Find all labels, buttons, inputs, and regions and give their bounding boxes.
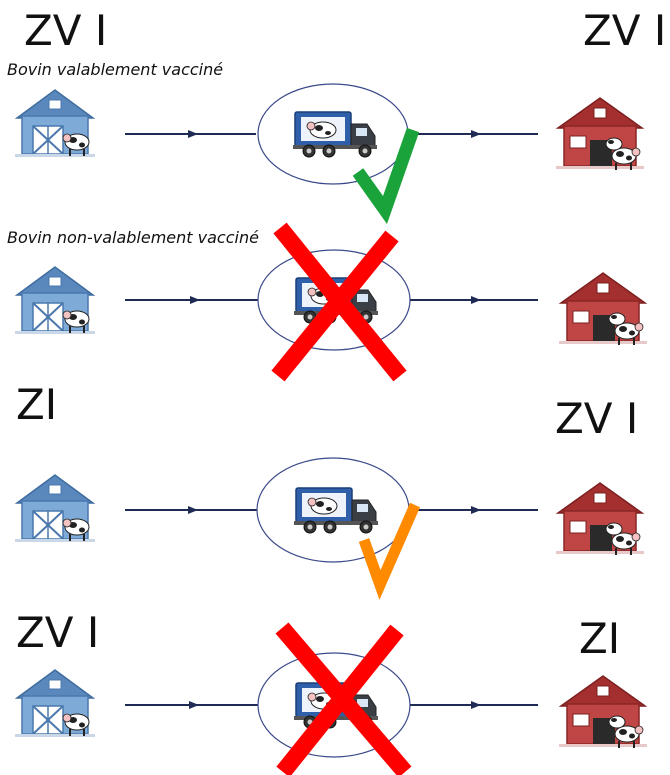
destination-barn-icon (558, 675, 648, 749)
origin-zone-label: ZV I (16, 608, 100, 657)
cross-mark-icon (271, 222, 407, 382)
scenario-caption: Bovin valablement vacciné (7, 60, 224, 79)
arrow-head-icon (471, 130, 481, 138)
livestock-truck-icon (293, 487, 379, 534)
origin-barn-icon (14, 89, 96, 158)
arrow-head-icon (471, 296, 481, 304)
origin-zone-label: ZI (16, 380, 58, 429)
origin-zone-label: ZV I (24, 6, 108, 55)
scenario-caption: Bovin non-valablement vacciné (7, 228, 259, 247)
destination-barn-icon (555, 482, 645, 556)
check-mark-icon (352, 127, 420, 225)
origin-barn-icon (14, 266, 96, 335)
scenario-row (14, 622, 648, 775)
scenario-row (14, 222, 648, 382)
arrow-head-icon (188, 506, 198, 514)
destination-zone-label: ZV I (555, 394, 639, 443)
arrow-head-icon (471, 701, 481, 709)
arrow-head-icon (471, 506, 481, 514)
scenario-row (14, 457, 645, 600)
arrow-head-icon (190, 296, 200, 304)
check-mark-icon (358, 502, 421, 600)
livestock-truck-icon (292, 111, 378, 158)
destination-zone-label: ZI (579, 614, 621, 663)
destination-barn-icon (558, 272, 648, 346)
origin-barn-icon (14, 474, 96, 543)
destination-zone-label: ZV I (583, 6, 667, 55)
destination-barn-icon (555, 97, 645, 171)
origin-barn-icon (14, 669, 96, 738)
arrow-head-icon (188, 130, 198, 138)
cross-mark-icon (275, 622, 412, 775)
scenario-row (14, 83, 645, 225)
arrow-head-icon (189, 701, 199, 709)
